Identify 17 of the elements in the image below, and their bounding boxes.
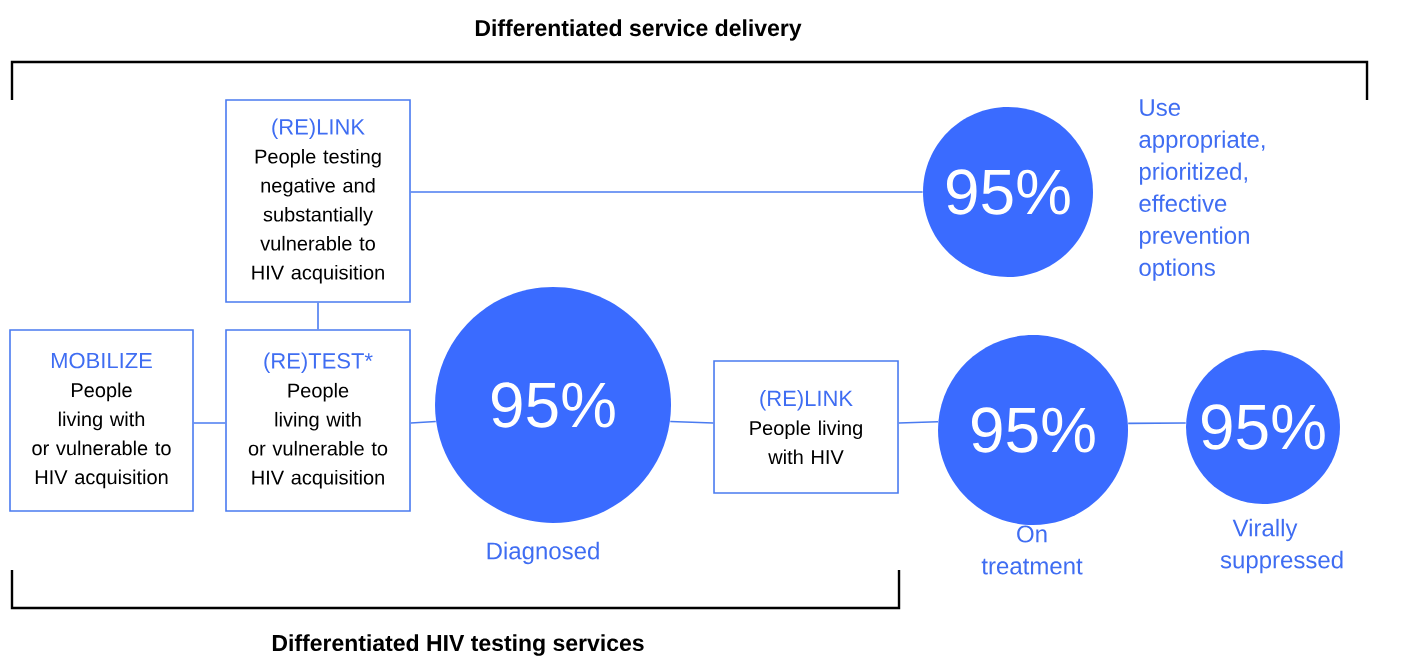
connector-line	[669, 420, 714, 424]
stage-box: (RE)LINK People testing negative and substantially vulnerable to HIV acquisition	[225, 99, 411, 303]
circle-caption: Diagnosed	[487, 541, 599, 565]
connector-line	[410, 191, 924, 193]
connector-line	[1127, 422, 1187, 425]
stage-box: (RE)LINK People living with HIV	[713, 360, 899, 494]
stage-box: (RE)TEST* People living with or vulnerable to HIV acquisition	[225, 329, 411, 512]
connector-line	[317, 302, 319, 330]
connector-line	[193, 422, 226, 424]
circle-caption: On treatment	[981, 525, 1083, 575]
circle-caption: Use appropriate, prioritized, effective prevention options	[1139, 99, 1265, 281]
bracket-title: Differentiated HIV testing services	[272, 634, 644, 656]
connector-line	[898, 420, 939, 424]
stage-box: MOBILIZE People living with or vulnerable to HIV acquisition	[9, 329, 194, 512]
bracket-title: Differentiated service delivery	[475, 19, 802, 41]
circle-caption: Virally suppressed	[1220, 518, 1343, 574]
connector-line	[410, 420, 437, 424]
